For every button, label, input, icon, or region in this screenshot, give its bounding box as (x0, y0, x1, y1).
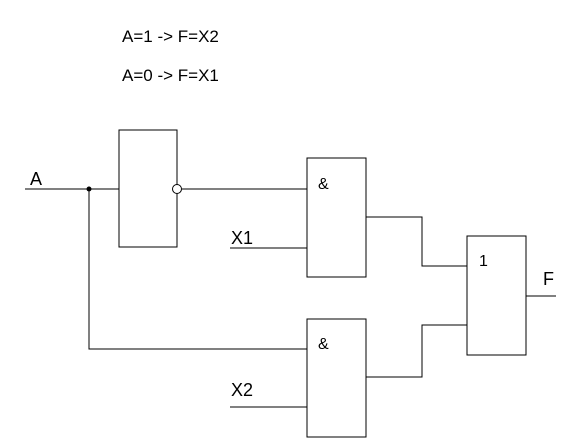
and-gate-top (306, 157, 367, 278)
input-label-a: A (30, 169, 42, 189)
equation-a-equals-0: A=0 -> F=X1 (122, 66, 219, 85)
and-gate-top-symbol: & (318, 176, 329, 193)
not-gate (118, 129, 178, 248)
and-gate-bottom (306, 318, 367, 438)
equation-a-equals-1: A=1 -> F=X2 (122, 27, 219, 46)
output-label-f: F (543, 269, 554, 289)
wire-a-to-and-bottom (88, 189, 307, 350)
inversion-bubble-icon (172, 184, 182, 194)
input-label-x1: X1 (231, 228, 253, 248)
or-gate-symbol: 1 (479, 253, 488, 270)
and-gate-bottom-symbol: & (318, 336, 329, 353)
or-gate (466, 235, 527, 356)
input-label-x2: X2 (231, 380, 253, 400)
wire-and-bottom-to-or (366, 324, 467, 378)
wire-and-top-to-or (366, 216, 467, 267)
